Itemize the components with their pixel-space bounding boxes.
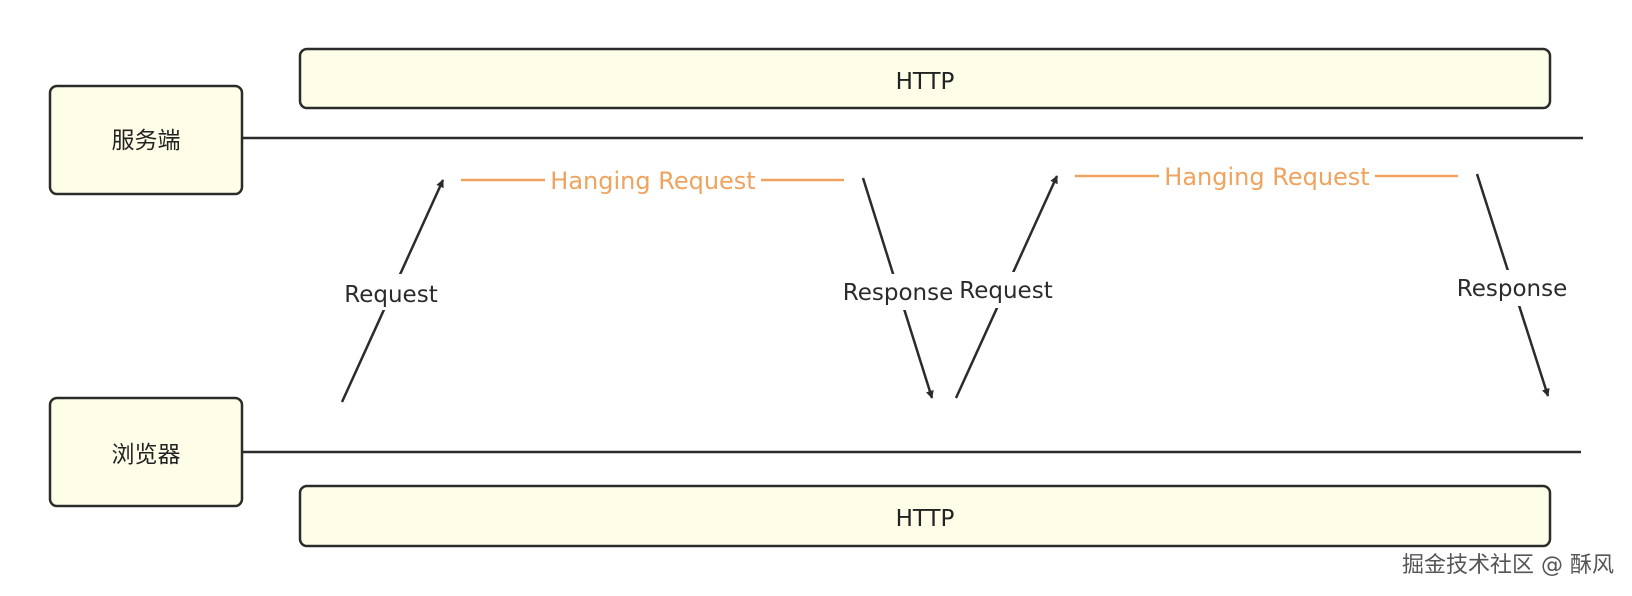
bottom-http-band: HTTP	[298, 484, 1552, 548]
top-http-band: HTTP	[298, 47, 1552, 110]
bottom-http-label: HTTP	[896, 506, 955, 532]
request-label-2: Request	[959, 278, 1052, 304]
request-label-bg-2	[956, 272, 1058, 308]
browser-label: 浏览器	[112, 442, 181, 468]
server-box	[48, 84, 244, 196]
top-http-label: HTTP	[896, 69, 955, 95]
server-node: 服务端	[48, 84, 244, 196]
watermark: 掘金技术社区 @ 酥风	[1402, 553, 1614, 578]
response-label-bg-1	[840, 274, 956, 310]
request-label-bg-1	[338, 274, 442, 310]
request-label-1: Request	[344, 282, 437, 308]
hanging-label-1: Hanging Request	[550, 167, 755, 195]
server-label: 服务端	[112, 128, 181, 154]
top-http-box	[298, 47, 1552, 110]
cycle-2: Request Hanging Request Response	[954, 163, 1570, 399]
browser-node: 浏览器	[48, 396, 244, 508]
cycle-1: Request Hanging Request Response	[338, 167, 956, 403]
response-label-2: Response	[1457, 276, 1567, 302]
response-label-bg-2	[1452, 270, 1570, 306]
bottom-http-box	[298, 484, 1552, 548]
hanging-label-2: Hanging Request	[1164, 163, 1369, 191]
response-label-1: Response	[843, 280, 953, 306]
